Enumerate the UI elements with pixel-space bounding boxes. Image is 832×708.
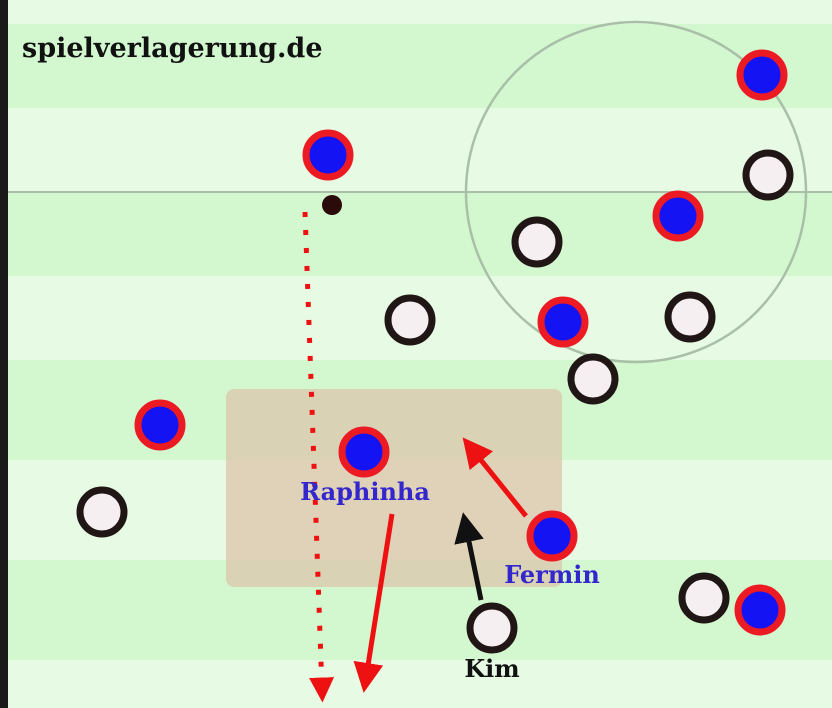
player-team-b [678, 572, 730, 624]
player-team-b [567, 353, 619, 405]
raphinha-run-arrow [353, 513, 395, 693]
player-team-a [537, 296, 589, 348]
stripe [0, 108, 832, 192]
player-team-b [384, 294, 436, 346]
player-team-b [664, 291, 716, 343]
player-team-b [76, 486, 128, 538]
player-fermin [526, 510, 578, 562]
team-b-players [76, 149, 794, 654]
pass-arrow-dotted [302, 211, 335, 703]
ball [322, 195, 342, 215]
player-raphinha [338, 426, 390, 478]
watermark: spielverlagerung.de [22, 33, 323, 64]
player-team-a [302, 129, 354, 181]
stripe [0, 192, 832, 276]
player-kim [466, 602, 518, 654]
fermin-run-arrow [462, 437, 528, 518]
team-a-players [134, 49, 788, 636]
player-team-b [742, 149, 794, 201]
label-fermin: Fermin [504, 560, 600, 589]
center-circle [464, 20, 808, 364]
player-team-a [734, 584, 786, 636]
label-kim: Kim [464, 654, 519, 683]
player-team-b [511, 216, 563, 268]
player-team-a [736, 49, 788, 101]
stripe [0, 0, 832, 24]
label-raphinha: Raphinha [300, 477, 430, 506]
kim-press-arrow [454, 512, 484, 601]
player-team-a [134, 399, 186, 451]
left-border [0, 0, 8, 708]
stripe [0, 660, 832, 708]
player-team-a [652, 190, 704, 242]
stripe [0, 24, 832, 108]
